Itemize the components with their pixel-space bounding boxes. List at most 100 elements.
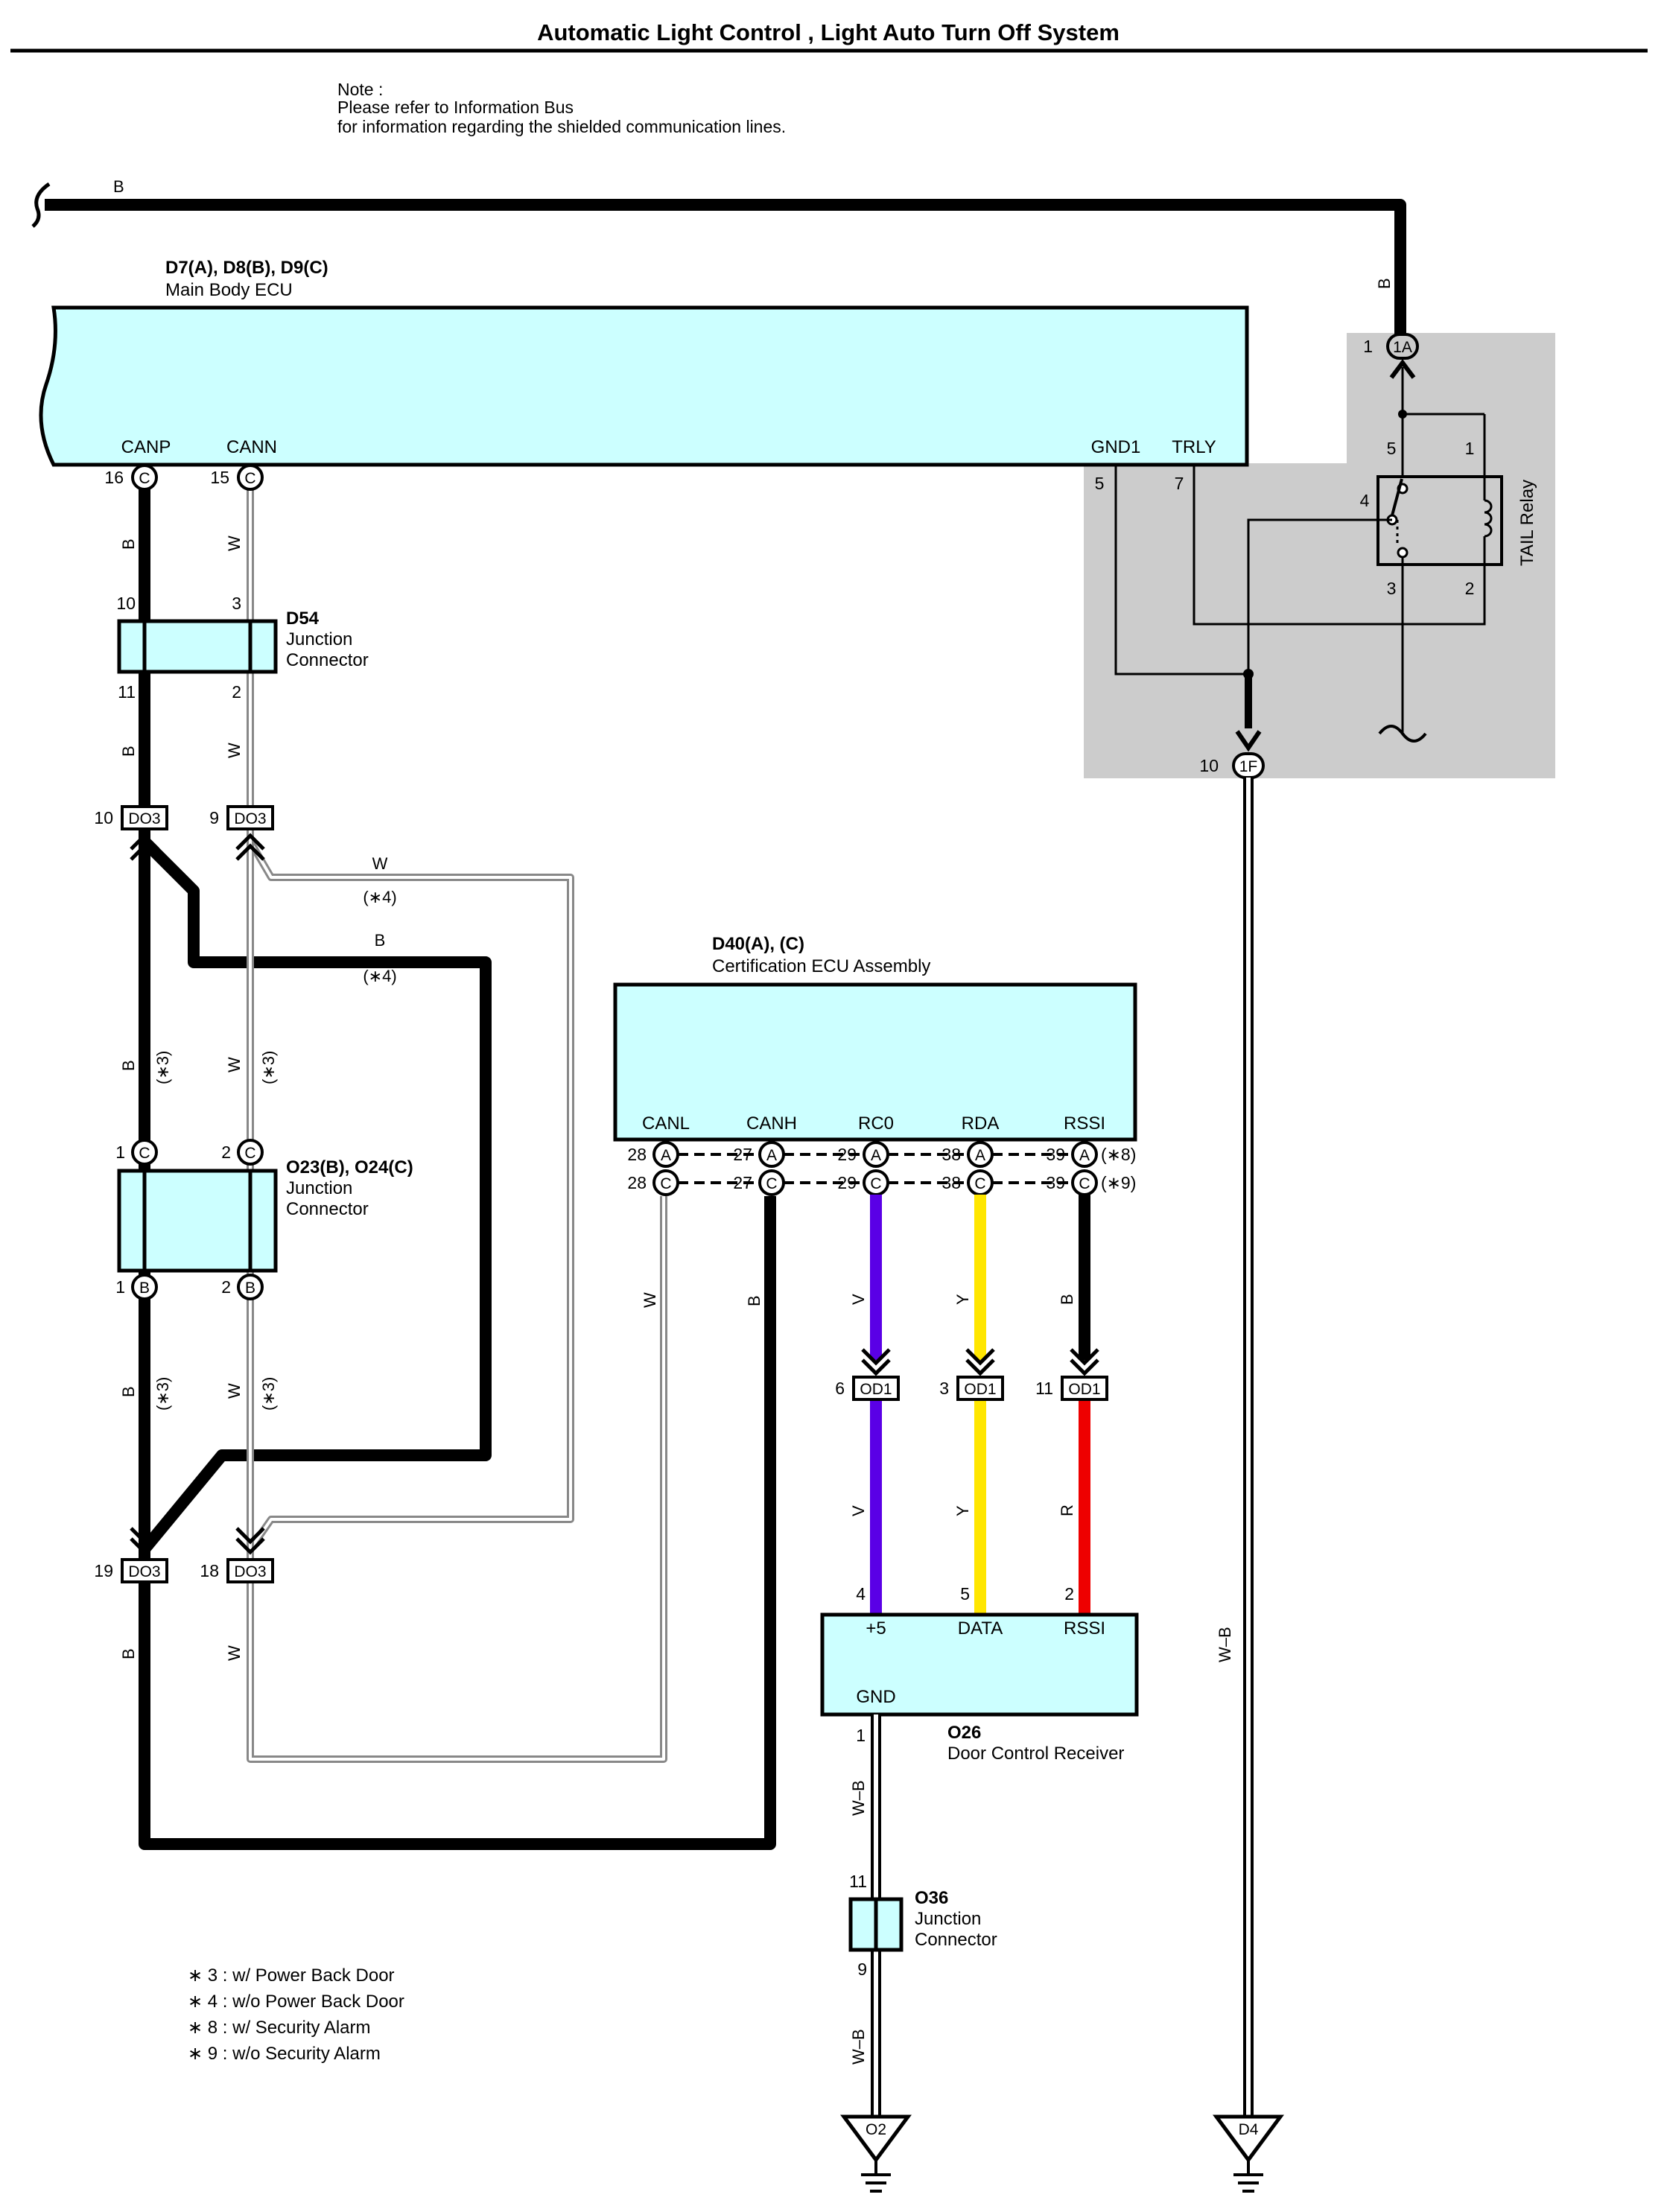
y-wire-label-2: Y xyxy=(953,1505,972,1516)
d40-term-canl: CANL xyxy=(642,1113,690,1134)
od1-a-pin: 6 xyxy=(835,1379,845,1398)
tail-relay-label: TAIL Relay xyxy=(1517,480,1537,566)
relay-pin-2: 2 xyxy=(1465,579,1475,598)
d40-canh-c: C xyxy=(766,1175,777,1192)
d40-pin-27c: 27 xyxy=(733,1173,752,1192)
ground-o2-label: O2 xyxy=(866,2121,886,2138)
wb-label-d4: W–B xyxy=(1216,1627,1234,1662)
ground-o2: O2 xyxy=(840,2114,912,2193)
wire-b-5: B xyxy=(119,1648,138,1659)
o26-pin-5: 5 xyxy=(960,1584,970,1604)
footnote-3: ∗ 3 : w/ Power Back Door xyxy=(188,1965,395,1986)
wire-w-5: W xyxy=(225,1645,244,1661)
d40-pin-29c: 29 xyxy=(837,1173,857,1192)
d54-pin-2: 2 xyxy=(232,682,241,702)
d40-term-canh: CANH xyxy=(746,1113,797,1134)
bypass-b-label: B xyxy=(375,931,386,950)
relay-pin-1: 1 xyxy=(1465,439,1475,458)
d40-pin-28c: 28 xyxy=(627,1173,647,1192)
conn-1a xyxy=(1386,333,1419,360)
footnote-8: ∗ 8 : w/ Security Alarm xyxy=(188,2018,371,2038)
od1-a-label: OD1 xyxy=(860,1381,892,1398)
o23-pin-top-2: 2 xyxy=(221,1142,231,1162)
d40-name: Certification ECU Assembly xyxy=(712,956,930,976)
footnote-4: ∗ 4 : w/o Power Back Door xyxy=(188,1992,404,2012)
do3-bot-b-pin: 18 xyxy=(200,1561,219,1580)
wire-w-3-note: (∗3) xyxy=(259,1051,278,1084)
term-trly: TRLY xyxy=(1172,437,1216,457)
d40-canh-a: A xyxy=(766,1147,777,1164)
wire-b-3-note: (∗3) xyxy=(153,1051,172,1084)
relay-top-wire-label: B xyxy=(1375,278,1394,289)
do3-bot-a-label: DO3 xyxy=(128,1563,160,1580)
ground-d4-label: D4 xyxy=(1239,2121,1259,2138)
canp-pin-circle xyxy=(131,464,158,491)
d40-term-rc0: RC0 xyxy=(858,1113,894,1134)
o26-pin-4: 4 xyxy=(856,1584,866,1604)
o26-term-gnd: GND xyxy=(856,1687,895,1707)
cann-pin-circle xyxy=(237,464,264,491)
canh-wire-label: B xyxy=(745,1295,763,1306)
d40-pin-38c: 38 xyxy=(941,1173,961,1192)
d40-note-8: (∗8) xyxy=(1101,1145,1136,1164)
wire-w-1: W xyxy=(225,535,244,551)
d54-connector: 10 3 11 2 D54 Junction Connector xyxy=(116,594,368,702)
trly-pin: 7 xyxy=(1175,474,1184,493)
conn-1f-label: 1F xyxy=(1239,758,1258,775)
cann-pin-letter: C xyxy=(244,470,255,487)
do3-top-a-label: DO3 xyxy=(128,810,160,827)
od1-b-label: OD1 xyxy=(964,1381,996,1398)
o23-pin-bot-1: 1 xyxy=(115,1277,125,1297)
o26-term-data: DATA xyxy=(958,1618,1003,1639)
o26-term-5v: +5 xyxy=(866,1618,886,1639)
wire-b-4-note: (∗3) xyxy=(153,1377,172,1411)
o23-line1: Junction xyxy=(286,1178,352,1198)
o26-term-rssi: RSSI xyxy=(1064,1618,1105,1639)
d40-canl-c: C xyxy=(660,1175,671,1192)
d40-rda-a: A xyxy=(975,1147,985,1164)
d40-pin-29a: 29 xyxy=(837,1145,857,1164)
d54-line2: Connector xyxy=(286,650,369,670)
o23-id: O23(B), O24(C) xyxy=(286,1157,413,1177)
do3-bottom: DO3 19 DO3 18 xyxy=(94,1527,274,1583)
top-b-wire: B B xyxy=(31,177,1406,356)
r-wire-label: R xyxy=(1058,1504,1076,1516)
d54-line1: Junction xyxy=(286,629,352,649)
o23-bot-a-letter: B xyxy=(139,1280,150,1297)
wb-label-o26: W–B xyxy=(849,1780,868,1816)
o26-name: Door Control Receiver xyxy=(947,1744,1124,1764)
o23-bot-b-letter: B xyxy=(245,1280,255,1297)
d40-note-9: (∗9) xyxy=(1101,1173,1136,1192)
o26-pin-1: 1 xyxy=(856,1726,866,1745)
bypass-b-note: (∗4) xyxy=(363,967,396,985)
o23-pin-bot-2: 2 xyxy=(221,1277,231,1297)
v-wire-label-1: V xyxy=(849,1294,868,1305)
footnote-9: ∗ 9 : w/o Security Alarm xyxy=(188,2044,381,2064)
bypass-w-label: W xyxy=(372,854,388,873)
d40-rssi-c: C xyxy=(1079,1175,1090,1192)
term-cann: CANN xyxy=(226,437,277,457)
d40-rc0-a: A xyxy=(871,1147,881,1164)
o26-id: O26 xyxy=(947,1723,981,1743)
o36-line1: Junction xyxy=(915,1909,981,1929)
do3-top-b-label: DO3 xyxy=(234,810,266,827)
ground-d4 xyxy=(1213,2114,1284,2164)
relay-pin-4: 4 xyxy=(1360,491,1370,510)
do3-bot-a-pin: 19 xyxy=(94,1561,113,1580)
term-gnd1: GND1 xyxy=(1091,437,1141,457)
canp-pin-letter: C xyxy=(139,470,150,487)
o36-pin-9: 9 xyxy=(857,1960,867,1979)
d54-pin-3: 3 xyxy=(232,594,241,613)
d40-pin-39c: 39 xyxy=(1046,1173,1065,1192)
conn-1f-pin: 10 xyxy=(1199,756,1219,775)
wire-w-3: W xyxy=(225,1057,244,1072)
receiver-wires: OD1 6 OD1 3 OD1 11 V Y B V Y R xyxy=(835,1195,1108,1615)
do3-top-b-pin: 9 xyxy=(209,808,219,827)
v-wire-label-2: V xyxy=(849,1505,868,1516)
wire-b-4: B xyxy=(119,1386,138,1397)
od1-c-pin: 11 xyxy=(1035,1379,1053,1398)
note-line-1: Please refer to Information Bus xyxy=(337,98,574,117)
d40-rc0-c: C xyxy=(870,1175,881,1192)
canp-pin-num: 16 xyxy=(104,468,124,487)
